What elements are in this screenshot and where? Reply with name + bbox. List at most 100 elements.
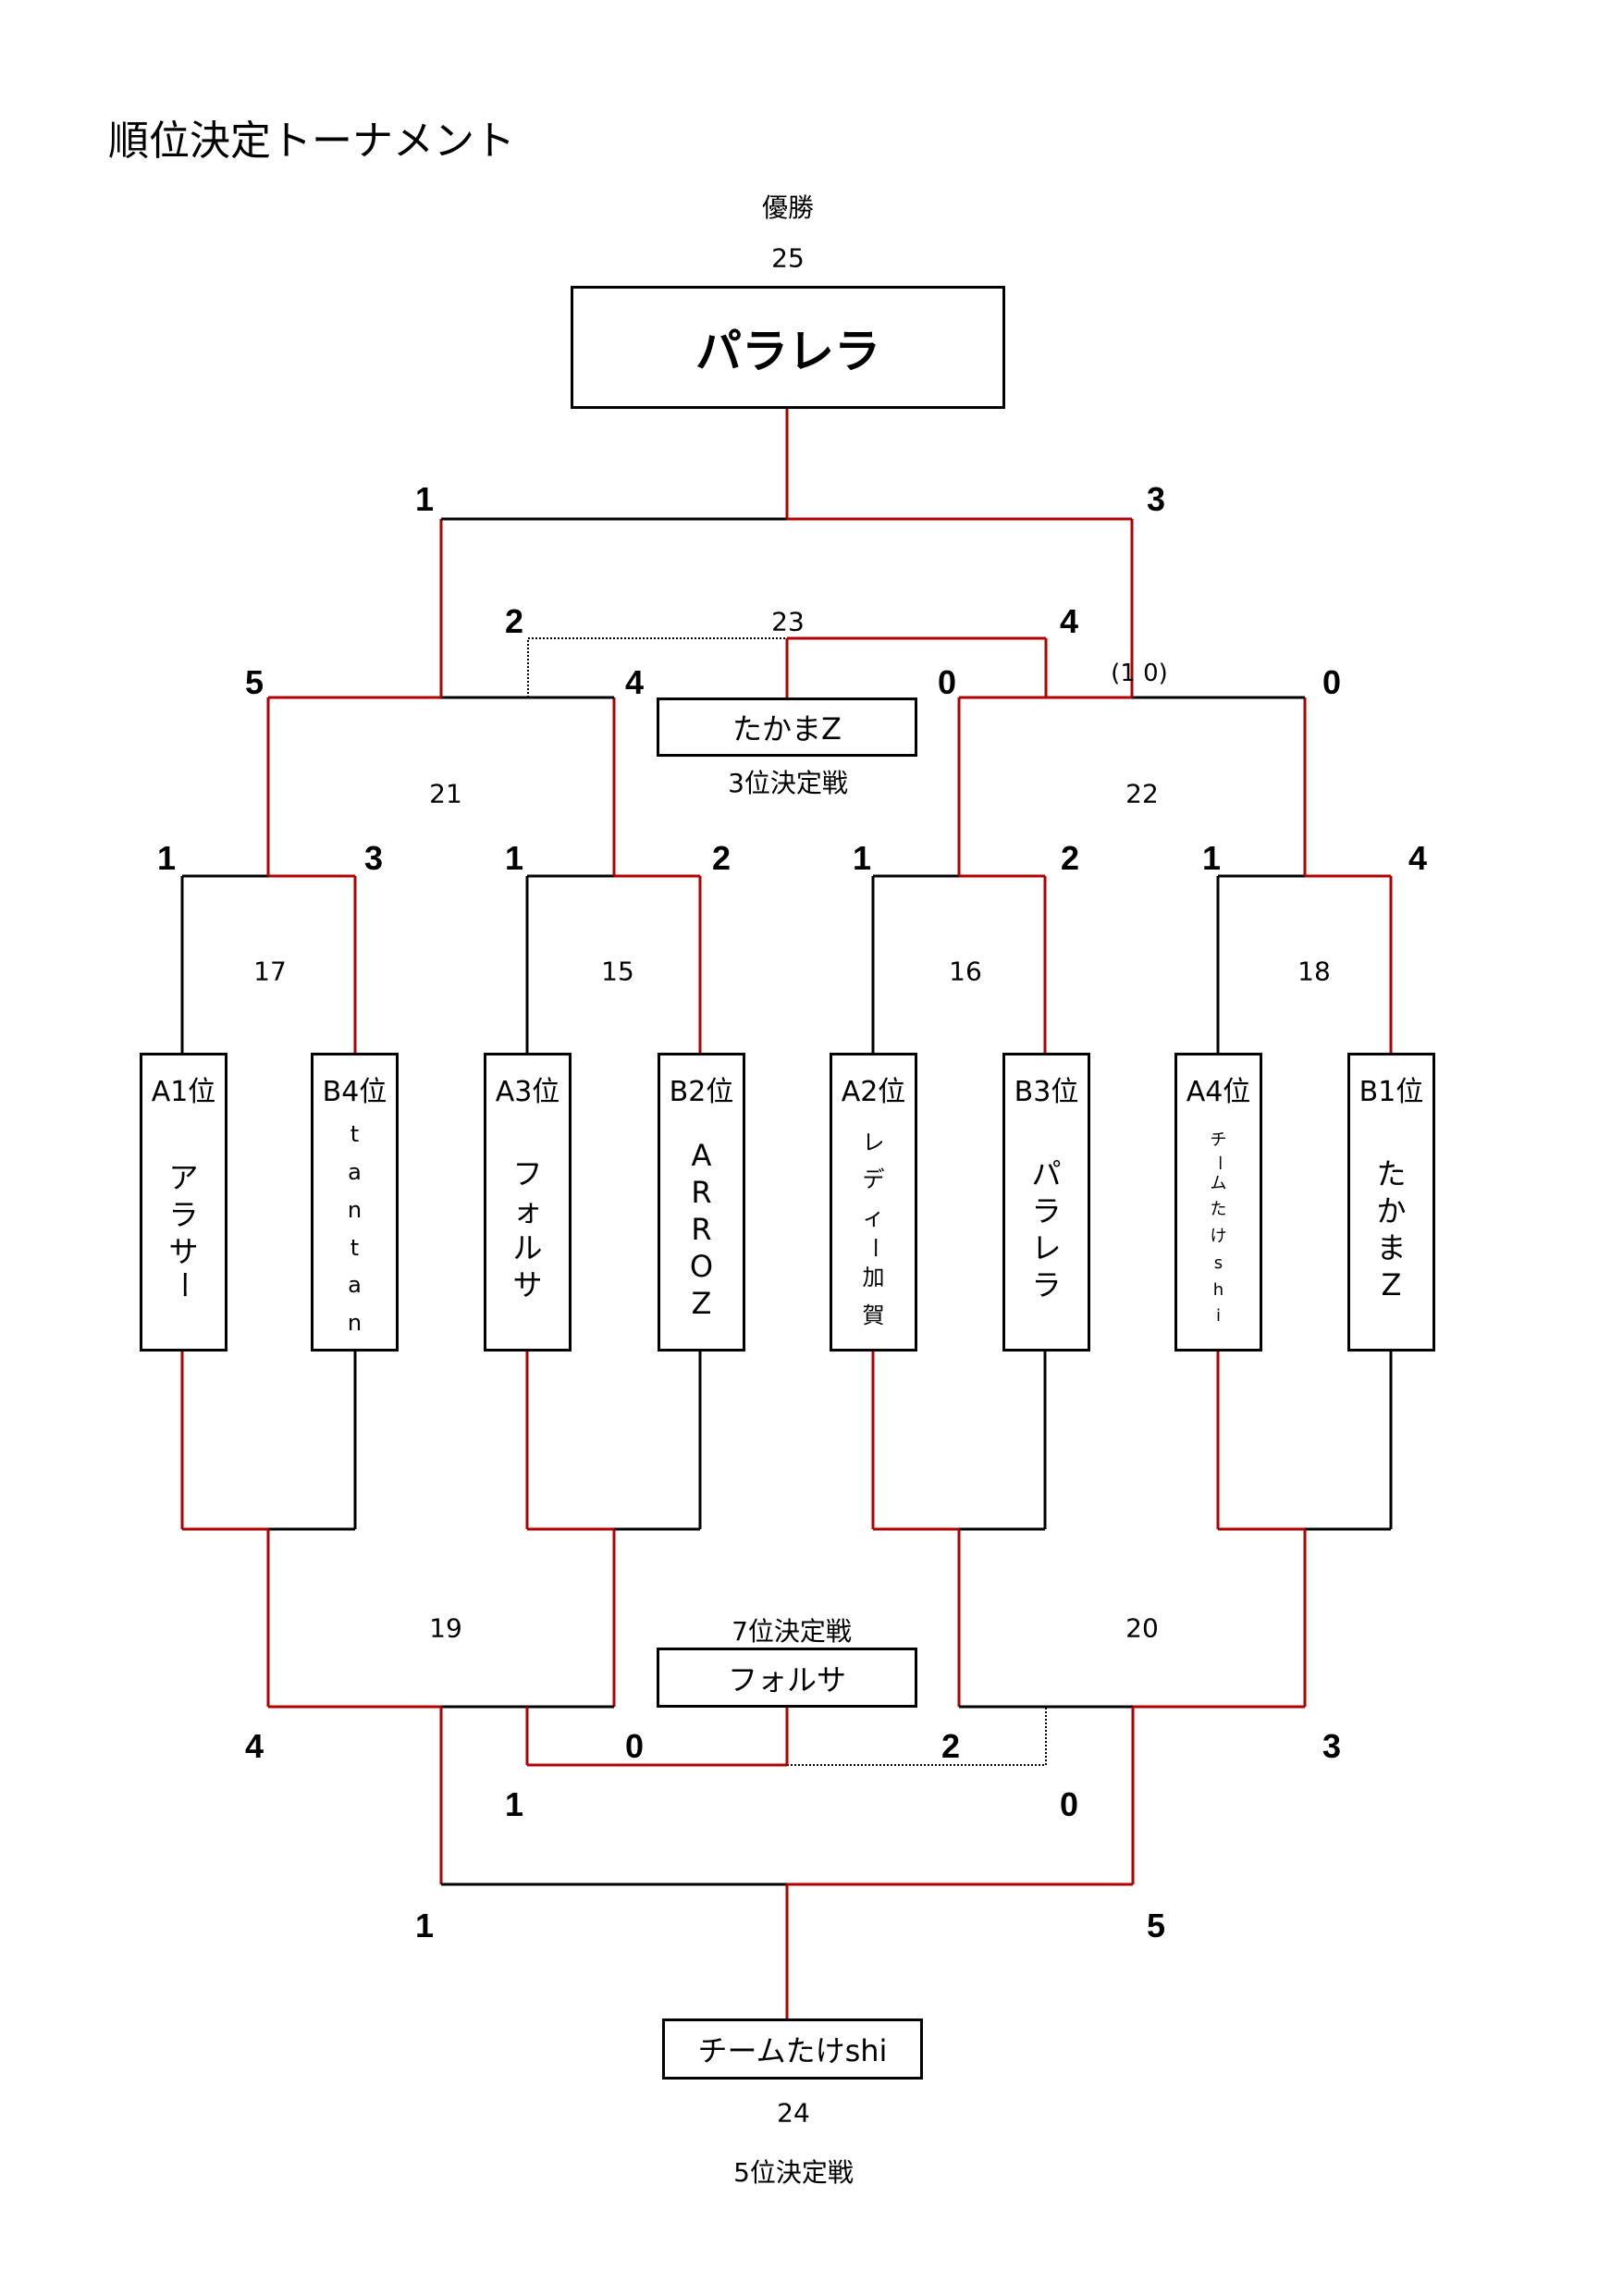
seventh-place-score-right: 0 — [1059, 1785, 1079, 1823]
r1-16-match-number: 16 — [949, 956, 982, 987]
team-seed: A1位 — [151, 1076, 216, 1108]
third-place-score-right: 4 — [1059, 602, 1079, 640]
team-name-char: け — [1210, 1227, 1227, 1247]
lower-semi-right-match-number: 20 — [1125, 1612, 1159, 1644]
semi-left-match-number: 21 — [429, 778, 462, 809]
team-name-char: ォ — [512, 1192, 543, 1228]
team-name-char: ラ — [168, 1196, 199, 1232]
team-name-char: チ — [1210, 1129, 1227, 1150]
team-seed: A2位 — [841, 1076, 906, 1108]
fifth-place-score-left: 1 — [414, 1907, 435, 1944]
third-place-match-number: 23 — [771, 606, 805, 637]
r1-18-score-left: 1 — [1201, 839, 1222, 877]
team-name-char: ー — [860, 1236, 887, 1259]
team-name-char: サ — [168, 1233, 199, 1269]
page-title: 順位決定トーナメント — [108, 117, 515, 165]
final-match-number: 25 — [771, 242, 805, 274]
final-score-note: (1 0) — [1111, 660, 1168, 687]
seventh-place-team: フォルサ — [727, 1661, 846, 1697]
team-name-char: ィ — [862, 1204, 885, 1231]
team-name-char: O — [689, 1248, 714, 1284]
champion-label: 優勝 — [761, 192, 815, 223]
r1-17-match-number: 17 — [253, 956, 287, 987]
r1-16-score-right: 2 — [1060, 839, 1080, 877]
team-name-char: 加 — [862, 1264, 885, 1290]
team-name: フォルサ — [512, 1109, 542, 1349]
team-box: B3位パラレラ — [1002, 1053, 1090, 1352]
team-name-char: A — [691, 1137, 712, 1173]
team-name-char: n — [347, 1196, 363, 1223]
team-name-char: n — [347, 1310, 363, 1337]
team-name: レディー加賀 — [855, 1109, 892, 1349]
team-name: アラサー — [166, 1109, 203, 1349]
lower-semi-left-match-number: 19 — [429, 1612, 462, 1644]
seventh-place-score-left: 1 — [504, 1785, 524, 1823]
final-score-right: 3 — [1146, 480, 1166, 518]
lower-semi-right-score-left: 2 — [941, 1727, 961, 1765]
team-name-char: s — [1213, 1253, 1223, 1273]
final-score-left: 1 — [414, 480, 435, 518]
r1-18-match-number: 18 — [1297, 956, 1331, 987]
team-seed: B3位 — [1014, 1076, 1079, 1108]
r1-15-match-number: 15 — [601, 956, 634, 987]
lower-semi-left-score-left: 4 — [244, 1727, 264, 1765]
r1-17-score-right: 3 — [363, 839, 384, 877]
fifth-place-team: チームたけshi — [697, 2033, 888, 2068]
team-name-char: ラ — [1031, 1192, 1062, 1228]
team-name-char: h — [1212, 1279, 1224, 1300]
team-name-char: サ — [512, 1266, 543, 1302]
team-name-char: R — [691, 1211, 712, 1247]
champion-team: パラレラ — [695, 324, 880, 378]
semi-right-score-left: 0 — [937, 663, 957, 701]
lower-semi-right-score-right: 3 — [1322, 1727, 1342, 1765]
team-name-char: t — [350, 1234, 360, 1261]
team-name-char: Z — [1381, 1266, 1402, 1302]
fifth-place-box: チームたけshi — [662, 2018, 923, 2080]
team-name-char: た — [1376, 1155, 1407, 1191]
semi-right-score-right: 0 — [1322, 663, 1342, 701]
team-name-char: フ — [512, 1155, 543, 1191]
team-name-char: パ — [1031, 1155, 1062, 1191]
fifth-place-match-number: 24 — [777, 2097, 810, 2129]
team-seed: B1位 — [1359, 1076, 1424, 1108]
team-name: パラレラ — [1031, 1109, 1061, 1349]
r1-16-score-left: 1 — [852, 839, 872, 877]
team-name-char: t — [350, 1121, 360, 1148]
team-seed: B2位 — [669, 1076, 734, 1108]
r1-17-score-left: 1 — [156, 839, 177, 877]
team-box: A2位レディー加賀 — [830, 1053, 917, 1352]
semi-left-score-left: 5 — [244, 663, 264, 701]
team-name-char: a — [348, 1272, 362, 1299]
team-seed: A4位 — [1186, 1076, 1251, 1108]
r1-18-score-right: 4 — [1408, 839, 1428, 877]
team-seed: A3位 — [495, 1076, 560, 1108]
third-place-label: 3位決定戦 — [728, 768, 848, 798]
team-seed: B4位 — [322, 1076, 387, 1108]
team-name-char: か — [1376, 1192, 1407, 1228]
team-name-char: レ — [1031, 1229, 1062, 1265]
team-box: A1位アラサー — [140, 1053, 227, 1352]
third-place-score-left: 2 — [504, 602, 524, 640]
fifth-place-label: 5位決定戦 — [733, 2157, 854, 2188]
semi-left-score-right: 4 — [624, 663, 645, 701]
team-name-char: ラ — [1031, 1266, 1062, 1302]
team-name-char: i — [1215, 1306, 1221, 1327]
third-place-box: たかまZ — [657, 697, 917, 757]
team-name-char: R — [691, 1174, 712, 1210]
r1-15-score-left: 1 — [504, 839, 524, 877]
team-box: A3位フォルサ — [484, 1053, 572, 1352]
team-name-char: ー — [166, 1269, 202, 1300]
team-name-char: ア — [168, 1159, 199, 1195]
team-name-char: た — [1210, 1200, 1227, 1220]
team-name-char: デ — [862, 1167, 885, 1193]
champion-box: パラレラ — [571, 286, 1005, 409]
team-name-char: a — [348, 1158, 362, 1185]
team-name-char: ル — [512, 1229, 543, 1265]
